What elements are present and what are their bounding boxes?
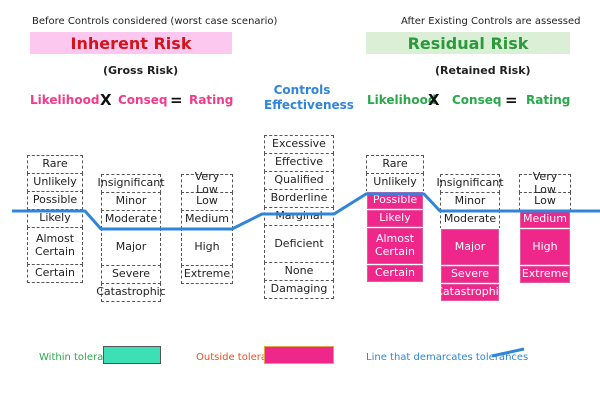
residual-rating-header: Rating: [526, 93, 571, 107]
inherent-equals-symbol: =: [170, 91, 183, 109]
consequence-cell: Moderate: [101, 210, 161, 229]
consequence-cell-outside: Catastrophic: [435, 283, 505, 302]
controls-cell: Borderline: [264, 189, 334, 208]
legend-line-label: Line that demarcates tolerances: [366, 352, 529, 363]
consequence-cell: Severe: [101, 265, 161, 284]
controls-header-line2: Effectiveness: [264, 98, 354, 112]
residual-consequence-header: Conseq: [452, 93, 502, 107]
consequence-cell: Insignificant: [437, 174, 504, 193]
rating-cell: Low: [181, 192, 233, 211]
after-controls-note: After Existing Controls are assessed: [401, 16, 581, 27]
retained-risk-subtitle: (Retained Risk): [435, 64, 531, 77]
controls-cell: Effective: [264, 153, 334, 172]
rating-cell: Low: [519, 192, 571, 211]
inherent-consequence-header: Conseq: [118, 93, 168, 107]
likelihood-cell: Unlikely: [27, 173, 83, 192]
legend-outside-swatch: [264, 346, 334, 364]
residual-multiply-symbol: X: [428, 91, 440, 109]
legend-line-sample: [491, 347, 525, 358]
likelihood-cell: Certain: [27, 264, 83, 283]
rating-cell: Extreme: [181, 265, 233, 284]
rating-cell-outside: High: [519, 228, 571, 266]
inherent-likelihood-column: Rare Unlikely Possible Likely Almost Cer…: [27, 155, 83, 283]
controls-header-line1: Controls: [273, 83, 331, 97]
consequence-cell: Insignificant: [98, 174, 165, 193]
residual-likelihood-column: Rare Unlikely Possible Likely Almost Cer…: [366, 155, 424, 283]
likelihood-cell: Unlikely: [366, 173, 424, 192]
legend-outside-label: Outside tolerance: [196, 352, 285, 363]
inherent-rating-header: Rating: [189, 93, 234, 107]
inherent-likelihood-header: Likelihood: [30, 93, 100, 107]
controls-cell: None: [264, 262, 334, 281]
residual-rating-column: Very Low Low Medium High Extreme: [519, 170, 571, 284]
inherent-multiply-symbol: X: [100, 91, 112, 109]
legend-within-label: Within tolerance: [39, 352, 122, 363]
residual-likelihood-header: Likelihood: [367, 93, 437, 107]
consequence-cell: Catastrophic: [96, 283, 166, 302]
controls-effectiveness-header: Controls Effectiveness: [264, 83, 354, 113]
controls-cell: Damaging: [264, 280, 334, 299]
inherent-rating-column: Very Low Low Medium High Extreme: [181, 170, 233, 284]
gross-risk-subtitle: (Gross Risk): [103, 64, 179, 77]
legend-within-swatch: [103, 346, 161, 364]
rating-cell-outside: Extreme: [519, 265, 571, 284]
likelihood-cell-outside: Certain: [366, 264, 424, 283]
rating-cell: Medium: [181, 210, 233, 229]
before-controls-note: Before Controls considered (worst case s…: [32, 16, 278, 27]
controls-cell: Deficient: [264, 225, 334, 263]
residual-risk-title: Residual Risk: [366, 32, 570, 54]
inherent-consequence-column: Insignificant Minor Moderate Major Sever…: [96, 174, 166, 302]
tolerance-line: [12, 192, 600, 231]
controls-effectiveness-column: Excessive Effective Qualified Borderline…: [264, 135, 334, 299]
residual-consequence-column: Insignificant Minor Moderate Major Sever…: [435, 174, 505, 302]
residual-equals-symbol: =: [505, 91, 518, 109]
rating-cell: High: [181, 228, 233, 266]
likelihood-cell-outside: Almost Certain: [366, 227, 424, 265]
inherent-risk-title: Inherent Risk: [30, 32, 232, 54]
